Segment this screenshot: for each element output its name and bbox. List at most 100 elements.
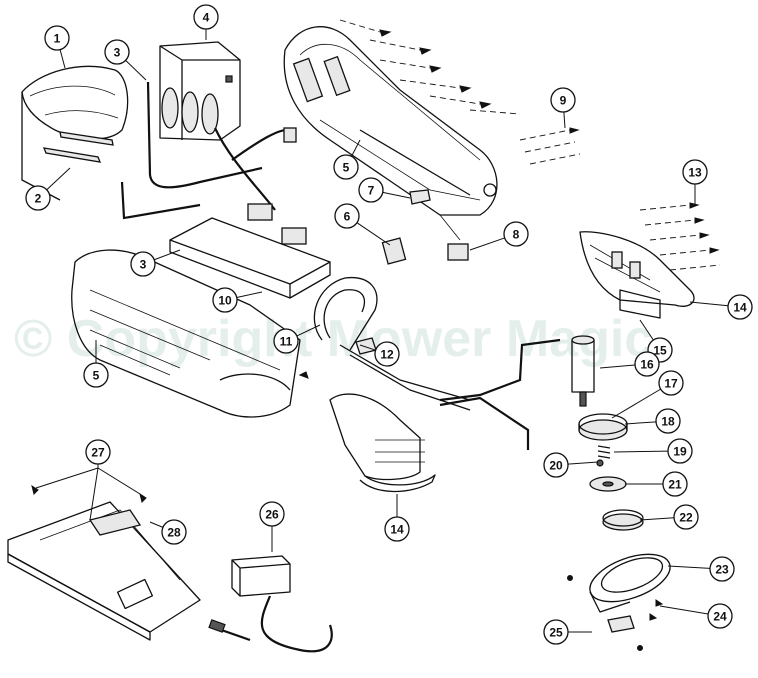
screws-upper-housing xyxy=(339,19,521,115)
callout-number: 14 xyxy=(733,301,747,315)
callout-circle xyxy=(83,362,109,388)
callout-number: 14 xyxy=(390,523,404,537)
callout-7: 7 xyxy=(358,177,411,203)
callout-25: 25 xyxy=(543,619,592,645)
callout-circle xyxy=(161,519,187,545)
part-motor-housing xyxy=(579,231,695,307)
callout-23: 23 xyxy=(667,556,735,582)
callout-4: 4 xyxy=(193,4,219,40)
callout-leader xyxy=(154,249,181,261)
callout-10: 10 xyxy=(212,287,263,313)
callout-number: 27 xyxy=(91,446,105,460)
callout-circle xyxy=(44,25,70,51)
callout-leader xyxy=(382,191,411,199)
part-spring xyxy=(596,445,611,467)
callout-number: 2 xyxy=(35,192,42,206)
callout-26: 26 xyxy=(259,501,285,552)
callout-circle xyxy=(662,471,688,497)
callout-number: 5 xyxy=(93,369,100,383)
callout-number: 22 xyxy=(679,511,693,525)
callout-leader xyxy=(563,111,566,129)
callout-leader xyxy=(613,450,669,453)
callout-1: 1 xyxy=(44,25,70,69)
callout-circle xyxy=(655,408,681,434)
callout-leader xyxy=(236,291,263,298)
callout-number: 26 xyxy=(265,508,279,522)
callout-leader xyxy=(639,319,654,341)
callout-5: 5 xyxy=(83,340,109,388)
callout-leader xyxy=(689,301,729,307)
callout-number: 19 xyxy=(673,445,687,459)
callout-number: 1 xyxy=(54,32,61,46)
callout-circle xyxy=(682,159,708,185)
callout-number: 23 xyxy=(715,563,729,577)
callout-circle xyxy=(25,185,51,211)
callout-number: 6 xyxy=(344,210,351,224)
callout-leader xyxy=(356,222,391,246)
callout-number: 8 xyxy=(513,228,520,242)
callout-17: 17 xyxy=(611,370,684,419)
callout-leader xyxy=(46,167,71,191)
callout-22: 22 xyxy=(639,504,699,530)
callout-number: 13 xyxy=(688,166,702,180)
callout-6: 6 xyxy=(334,203,391,246)
part-screws-9 xyxy=(519,127,581,165)
part-wall-bracket xyxy=(7,467,201,641)
callout-number: 18 xyxy=(661,415,675,429)
part-spool xyxy=(578,413,628,441)
callout-circle xyxy=(707,603,733,629)
callout-layer: 1233455678910111213141415161718192021222… xyxy=(25,4,753,645)
part-motor-mount xyxy=(619,289,661,319)
callout-12: 12 xyxy=(359,341,400,367)
part-spool-cap xyxy=(589,476,627,492)
callout-circle xyxy=(634,351,660,377)
part-shaft xyxy=(169,217,331,299)
callout-circle xyxy=(104,39,130,65)
part-fasteners-24-25 xyxy=(567,575,664,651)
callout-number: 3 xyxy=(114,46,121,60)
callout-number: 24 xyxy=(713,610,727,624)
callout-number: 4 xyxy=(203,11,210,25)
callout-circle xyxy=(193,4,219,30)
part-top-cover xyxy=(21,65,129,201)
callout-circle xyxy=(667,438,693,464)
wiring-harness xyxy=(120,81,307,245)
callout-number: 28 xyxy=(167,526,181,540)
callout-number: 25 xyxy=(549,626,563,640)
callout-3: 3 xyxy=(130,249,181,277)
part-base-guard xyxy=(589,553,671,613)
callout-circle xyxy=(658,370,684,396)
callout-leader xyxy=(149,521,164,528)
callout-circle xyxy=(384,516,410,542)
callout-leader xyxy=(599,364,636,369)
screws-motor-housing xyxy=(639,202,721,271)
part-battery-pack xyxy=(159,41,241,141)
callout-number: 12 xyxy=(380,348,394,362)
callout-leader xyxy=(611,388,661,419)
callout-circle xyxy=(503,221,529,247)
watermark: © Copyright Mower Magic xyxy=(14,310,653,368)
callout-number: 7 xyxy=(368,184,375,198)
callout-18: 18 xyxy=(624,408,681,434)
callout-number: 9 xyxy=(560,94,567,108)
callout-14: 14 xyxy=(384,494,410,542)
callout-circle xyxy=(212,287,238,313)
callout-leader xyxy=(639,517,675,521)
callout-circle xyxy=(85,439,111,465)
callout-circle xyxy=(550,87,576,113)
callout-24: 24 xyxy=(659,603,733,629)
callout-3: 3 xyxy=(104,39,147,81)
callout-13: 13 xyxy=(682,159,708,205)
callout-number: 17 xyxy=(664,377,678,391)
callout-leader xyxy=(351,139,361,157)
callout-14: 14 xyxy=(689,294,753,320)
callout-circle xyxy=(543,452,569,478)
callout-number: 10 xyxy=(218,294,232,308)
callout-21: 21 xyxy=(625,471,688,497)
callout-number: 21 xyxy=(668,478,682,492)
callout-circle xyxy=(273,328,299,354)
callout-number: 15 xyxy=(653,344,667,358)
part-switch-components xyxy=(381,189,469,265)
part-strips xyxy=(42,131,114,163)
callout-16: 16 xyxy=(599,351,660,377)
